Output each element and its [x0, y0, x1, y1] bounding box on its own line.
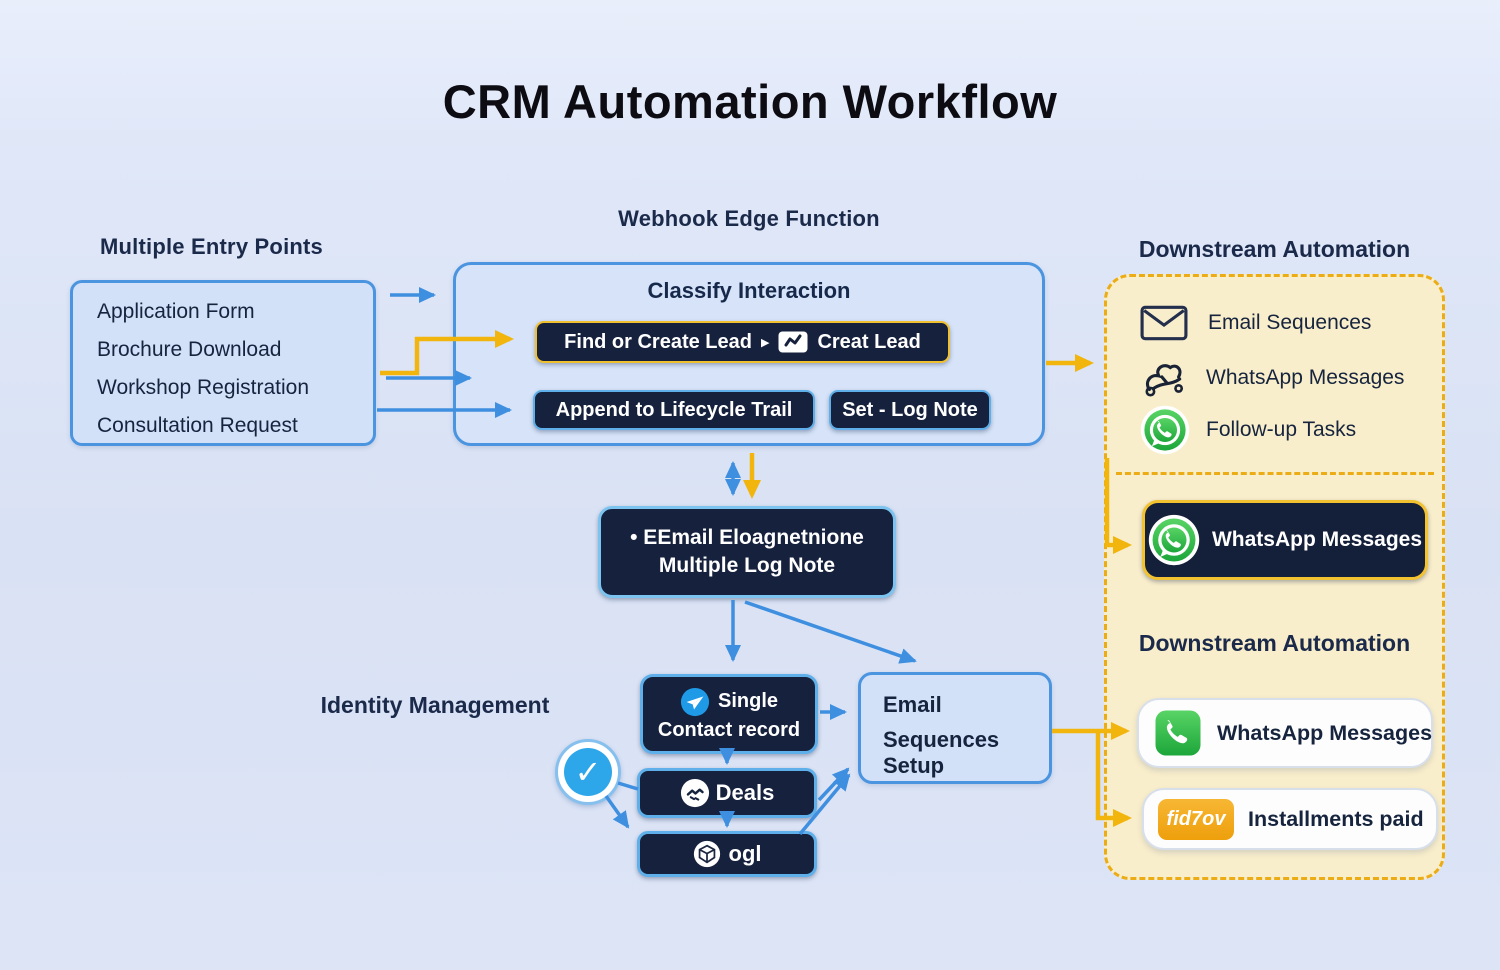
contact-line1: Single	[717, 690, 778, 712]
entry-points-box: Application Form Brochure Download Works…	[70, 280, 376, 446]
paper-plane-icon	[680, 687, 710, 717]
creat-lead-label: Creat Lead	[817, 330, 921, 353]
envelope-icon	[1140, 305, 1188, 341]
log-box-line2: Multiple Log Note	[658, 554, 836, 577]
handshake-icon	[680, 778, 710, 808]
entry-item: Brochure Download	[97, 338, 282, 361]
email-sequences-label: Email Sequences	[1208, 311, 1372, 334]
classify-box: Classify Interaction Find or Create Lead…	[453, 262, 1045, 446]
check-badge: ✓	[555, 739, 621, 805]
installments-pill: fid7ov Installments paid	[1142, 788, 1438, 850]
downstream-divider	[1116, 472, 1434, 475]
follow-up-tasks-label: Follow-up Tasks	[1206, 418, 1357, 441]
play-arrow-icon: ▶	[760, 336, 770, 349]
follow-up-tasks-row: Follow-up Tasks	[1140, 404, 1356, 456]
log-note-box: • EEmail Eloagnetnione Multiple Log Note	[598, 506, 896, 598]
cube-icon	[693, 840, 721, 868]
whatsapp-icon	[1148, 514, 1200, 566]
webhook-label: Webhook Edge Function	[618, 206, 880, 231]
whatsapp-messages-row: WhatsApp Messages	[1140, 355, 1404, 401]
find-or-create-lead-pill: Find or Create Lead ▶ Creat Lead	[535, 321, 950, 363]
whatsapp-pill-label: WhatsApp Messages	[1217, 720, 1433, 745]
email-setup-box: Email Sequences Setup	[858, 672, 1052, 784]
classify-title: Classify Interaction	[647, 278, 851, 303]
whatsapp-button-label: WhatsApp Messages	[1211, 528, 1423, 551]
whatsapp-square-icon	[1154, 709, 1202, 757]
page-title: CRM Automation Workflow	[442, 75, 1058, 128]
whatsapp-icon	[1140, 405, 1190, 455]
whatsapp-pill: WhatsApp Messages	[1137, 698, 1433, 768]
entry-item: Workshop Registration	[97, 376, 310, 399]
ogl-label: ogl	[728, 841, 762, 866]
whatsapp-messages-button: WhatsApp Messages	[1142, 500, 1428, 580]
check-icon: ✓	[574, 754, 602, 790]
deals-label: Deals	[715, 780, 775, 805]
downstream-top-label: Downstream Automation	[1138, 236, 1411, 262]
log-box-line1: • EEmail Eloagnetnione	[630, 526, 864, 549]
set-log-pill-label: Set - Log Note	[842, 398, 978, 421]
entry-item: Consultation Request	[97, 414, 298, 437]
single-contact-box: Single Contact record	[640, 674, 818, 754]
entry-item: Application Form	[97, 300, 255, 323]
deals-box: Deals	[637, 768, 817, 818]
ogl-box: ogl	[637, 831, 817, 877]
installments-label: Installments paid	[1248, 806, 1424, 831]
flag-check-icon	[778, 331, 808, 353]
contact-line2: Contact record	[657, 718, 801, 741]
email-sequences-row: Email Sequences	[1140, 300, 1371, 346]
email-setup-line1: Email	[883, 692, 942, 717]
set-log-note-pill: Set - Log Note	[829, 390, 991, 430]
find-pill-label: Find or Create Lead	[564, 330, 752, 353]
payment-logo-badge: fid7ov	[1158, 798, 1234, 840]
whatsapp-messages-label: WhatsApp Messages	[1206, 366, 1405, 389]
downstream-bottom-label: Downstream Automation	[1138, 630, 1411, 656]
identity-label: Identity Management	[320, 692, 550, 718]
email-setup-line2: Sequences Setup	[883, 727, 1000, 778]
append-pill-label: Append to Lifecycle Trail	[555, 398, 793, 421]
scribble-icon	[1140, 357, 1188, 399]
append-lifecycle-pill: Append to Lifecycle Trail	[533, 390, 815, 430]
entry-points-label: Multiple Entry Points	[100, 234, 323, 259]
